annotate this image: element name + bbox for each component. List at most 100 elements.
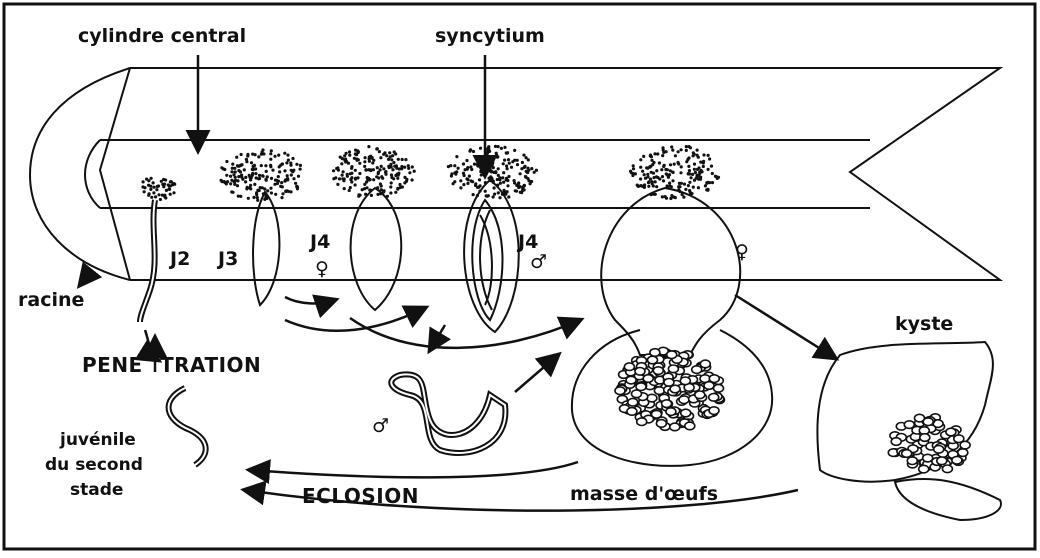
- syncytium-dot: [349, 172, 352, 175]
- syncytium-dot: [706, 188, 709, 191]
- syncytium-dot: [707, 168, 710, 171]
- egg: [637, 418, 647, 426]
- syncytium-dot: [169, 193, 172, 196]
- syncytium-dot: [248, 174, 251, 177]
- syncytium-dot: [473, 163, 476, 166]
- syncytium-dot: [515, 184, 518, 187]
- adult-female: [601, 188, 740, 355]
- syncytium-dot: [342, 179, 345, 182]
- syncytium-dot: [411, 165, 414, 168]
- syncytium-dot: [671, 149, 674, 152]
- syncytium-dot: [465, 159, 468, 162]
- syncytium-dot: [455, 155, 458, 158]
- root-outline: [130, 68, 1000, 280]
- syncytium-dot: [395, 167, 398, 170]
- syncytium-dot: [253, 164, 256, 167]
- syncytium-dot: [342, 170, 345, 173]
- syncytium-dot: [369, 155, 372, 158]
- syncytium-dot: [498, 178, 501, 181]
- syncytium-dot: [253, 183, 256, 186]
- syncytium-dot: [500, 147, 503, 150]
- egg: [920, 434, 930, 442]
- syncytium-dot: [350, 180, 353, 183]
- syncytium-dot: [270, 177, 273, 180]
- syncytium-dot: [505, 164, 508, 167]
- label-penetration-2: TRATION: [160, 353, 261, 377]
- syncytium-dot: [502, 171, 505, 174]
- syncytium-dot: [484, 190, 487, 193]
- syncytium-dot: [294, 182, 297, 185]
- syncytium-dot: [157, 193, 160, 196]
- syncytium-dot: [690, 176, 693, 179]
- j4-female: [351, 188, 402, 310]
- syncytium-dot: [643, 173, 646, 176]
- syncytium-dot: [398, 183, 401, 186]
- syncytium-dot: [688, 169, 691, 172]
- syncytium-dot: [295, 163, 298, 166]
- syncytium-dot: [452, 182, 455, 185]
- syncytium-dot: [257, 155, 260, 158]
- syncytium-dot: [653, 176, 656, 179]
- syncytium-dot: [332, 177, 335, 180]
- syncytium-dot: [520, 191, 523, 194]
- syncytium-dot: [226, 180, 229, 183]
- syncytium-dot: [157, 184, 160, 187]
- syncytium-dot: [339, 156, 342, 159]
- syncytium-dot: [336, 183, 339, 186]
- syncytium-dot: [687, 165, 690, 168]
- syncytium-dot: [501, 176, 504, 179]
- syncytium-dot: [472, 193, 475, 196]
- syncytium-dot: [520, 167, 523, 170]
- syncytium-dot: [714, 175, 717, 178]
- syncytium-dot: [654, 180, 657, 183]
- syncytium-dot: [669, 197, 672, 200]
- syncytium-dot: [358, 162, 361, 165]
- syncytium-dot: [391, 168, 394, 171]
- label-racine: racine: [18, 289, 84, 311]
- syncytium-dot: [679, 171, 682, 174]
- syncytium-dot: [462, 172, 465, 175]
- symbol-male-j4: ♂: [530, 251, 547, 273]
- syncytium-dot: [396, 177, 399, 180]
- syncytium-dot: [220, 179, 223, 182]
- syncytium-dot: [343, 187, 346, 190]
- syncytium-dot: [237, 175, 240, 178]
- label-j4-female: J4: [308, 231, 330, 253]
- syncytium-dot: [372, 159, 375, 162]
- syncytium-dot: [523, 184, 526, 187]
- syncytium-dot: [680, 148, 683, 151]
- syncytium-dot: [660, 168, 663, 171]
- syncytium-dot: [685, 145, 688, 148]
- syncytium-dot: [702, 153, 705, 156]
- syncytium-dot: [671, 179, 674, 182]
- syncytium-dot: [291, 157, 294, 160]
- syncytium-dot: [261, 186, 264, 189]
- egg: [624, 363, 634, 371]
- syncytium-dot: [632, 164, 635, 167]
- syncytium-dot: [466, 168, 469, 171]
- syncytium-dot: [503, 159, 506, 162]
- syncytium-dot: [354, 183, 357, 186]
- syncytium-dot: [513, 149, 516, 152]
- egg: [907, 457, 917, 465]
- syncytium-dot: [688, 181, 691, 184]
- syncytium-dot: [389, 185, 392, 188]
- syncytium-dot: [697, 186, 700, 189]
- syncytium-dot: [230, 179, 233, 182]
- egg: [667, 351, 677, 359]
- syncytium-dot: [497, 174, 500, 177]
- syncytium-dot: [411, 178, 414, 181]
- syncytium-dot: [459, 179, 462, 182]
- egg: [919, 465, 929, 473]
- syncytium-dot: [683, 183, 686, 186]
- syncytium-dot: [147, 194, 150, 197]
- syncytium-dot: [711, 181, 714, 184]
- syncytium-dot: [475, 157, 478, 160]
- syncytium-dot: [711, 172, 714, 175]
- syncytium-dot: [685, 149, 688, 152]
- syncytium-dot: [478, 178, 481, 181]
- syncytium-dot: [511, 160, 514, 163]
- syncytium-dot: [165, 189, 168, 192]
- syncytium-dot: [367, 177, 370, 180]
